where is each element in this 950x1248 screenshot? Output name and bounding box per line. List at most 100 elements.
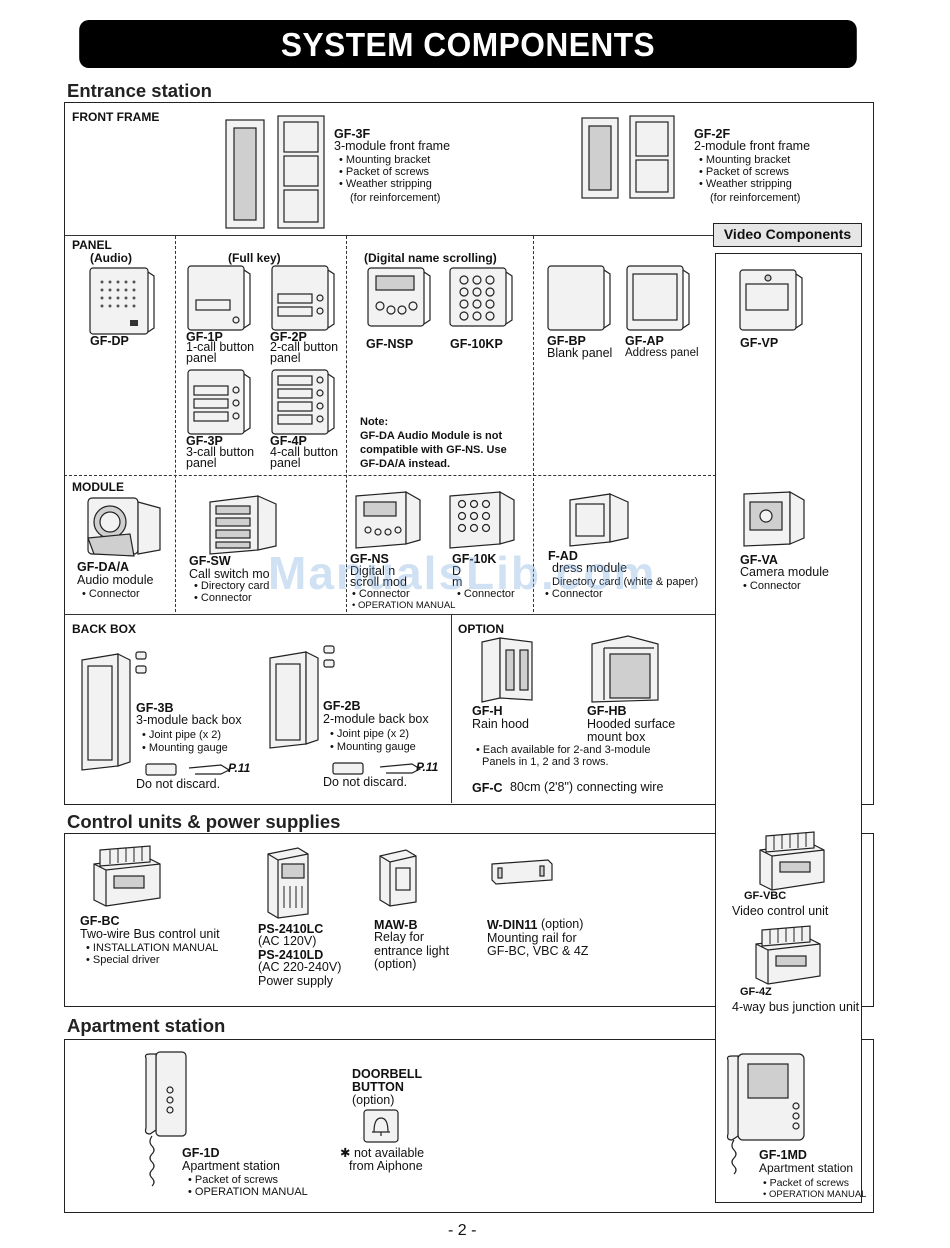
gf-ad-desc: dress module	[552, 561, 628, 575]
gauge-icon	[332, 762, 422, 775]
back-box-label: BACK BOX	[72, 622, 137, 636]
gf-1md-illustration	[726, 1053, 805, 1175]
divider	[346, 236, 347, 612]
gf-dp-illustration	[89, 267, 155, 335]
gauge-icon	[145, 763, 231, 776]
divider	[451, 615, 452, 803]
gf-hb-desc: Hooded surface	[587, 717, 676, 731]
gf-3p-illustration	[187, 369, 251, 435]
gf-2b-bullet: • Joint pipe (x 2)	[330, 728, 410, 740]
gf-10kp-code: GF-10KP	[450, 337, 503, 351]
gf-ad-code: F-AD	[548, 549, 578, 563]
gf-3f-bullet: • Mounting bracket	[339, 154, 431, 166]
gf-ns-bullet: • OPERATION MANUAL	[352, 600, 456, 611]
maw-b-desc: (option)	[374, 957, 417, 971]
gf-va-illustration	[743, 490, 805, 547]
gf-nsp-illustration	[367, 267, 431, 327]
module-label: MODULE	[72, 480, 124, 494]
gf-vp-code: GF-VP	[740, 336, 779, 350]
gf-va-bullet: • Connector	[743, 580, 801, 592]
doorbell-label: BUTTON	[352, 1080, 404, 1094]
gf-1d-illustration	[144, 1051, 187, 1187]
gf-3p-code: GF-3P	[186, 434, 223, 448]
gf-1md-bullet: • OPERATION MANUAL	[763, 1189, 867, 1200]
gf-1md-bullet: • Packet of screws	[763, 1177, 849, 1189]
gf-daa-desc: Audio module	[77, 573, 154, 587]
gf-1d-bullet: • OPERATION MANUAL	[188, 1186, 308, 1198]
doorbell-note: ✱ not available	[340, 1146, 425, 1160]
gf-3f-bullet: • Weather stripping	[339, 178, 432, 190]
panel-note: GF-DA Audio Module is not	[360, 430, 503, 442]
gf-h-illustration	[481, 637, 533, 703]
w-din11-illustration	[491, 859, 553, 885]
gf-10k-desc: D	[452, 564, 462, 578]
gf-2b-code: GF-2B	[323, 699, 361, 713]
gf-2f-code: GF-2F	[694, 127, 731, 141]
option-each: Panels in 1, 2 and 3 rows.	[482, 756, 609, 768]
ps-2410lc-desc: (AC 120V)	[258, 934, 317, 948]
gf-2p-desc: panel	[270, 351, 301, 365]
gf-2p-code: GF-2P	[270, 330, 307, 344]
divider	[64, 614, 716, 615]
doorbell-note: from Aiphone	[349, 1159, 423, 1173]
gf-4z-code: GF-4Z	[740, 986, 772, 998]
gf-2f-bullet: (for reinforcement)	[710, 192, 801, 204]
gf-nsp-code: GF-NSP	[366, 337, 414, 351]
gf-2b-illustration	[269, 645, 335, 749]
option-label: OPTION	[458, 622, 505, 636]
gf-dp-code: GF-DP	[90, 334, 129, 348]
section-title-control: Control units & power supplies	[67, 811, 341, 832]
gf-4p-code: GF-4P	[270, 434, 307, 448]
apartment-station-box	[64, 1039, 874, 1213]
gf-1p-code: GF-1P	[186, 330, 223, 344]
gf-bc-desc: Two-wire Bus control unit	[80, 927, 220, 941]
gf-va-desc: Camera module	[740, 565, 829, 579]
doorbell-option: (option)	[352, 1093, 395, 1107]
gf-h-code: GF-H	[472, 704, 503, 718]
gf-3f-illustration	[225, 115, 325, 229]
panel-digital-label: (Digital name scrolling)	[364, 251, 497, 265]
gf-2b-desc: 2-module back box	[323, 712, 429, 726]
gf-1p-illustration	[187, 265, 251, 331]
gf-ns-code: GF-NS	[350, 552, 389, 566]
gf-h-desc: Rain hood	[472, 717, 529, 731]
gf-sw-code: GF-SW	[189, 554, 231, 568]
gf-3b-bullet: • Mounting gauge	[142, 742, 228, 754]
ps-2410ld-code: PS-2410LD	[258, 948, 324, 962]
gf-ns-desc: scroll mod	[350, 575, 407, 589]
w-din11-code: W-DIN11	[487, 918, 538, 932]
gf-ad-desc: Directory card (white & paper)	[552, 576, 699, 588]
gf-bp-desc: Blank panel	[547, 346, 613, 360]
gf-10k-desc: m	[452, 575, 463, 589]
gf-2b-bullet: • Mounting gauge	[330, 741, 416, 753]
maw-b-desc: entrance light	[374, 944, 450, 958]
gf-1p-desc: 1-call button	[186, 340, 255, 354]
gf-sw-desc: Call switch mo	[189, 567, 270, 581]
gf-ap-code: GF-AP	[625, 334, 664, 348]
gf-ap-desc: Address panel	[625, 347, 699, 359]
gf-10k-illustration	[449, 490, 515, 549]
control-units-box	[64, 833, 874, 1007]
page-number: - 2 -	[448, 1222, 477, 1239]
gf-1d-desc: Apartment station	[182, 1159, 280, 1173]
gf-va-code: GF-VA	[740, 553, 778, 567]
gf-2b-page-ref: P.11	[416, 760, 439, 774]
ps-2410ld-desc: (AC 220-240V)	[258, 960, 342, 974]
power-supply-desc: Power supply	[258, 974, 334, 988]
divider	[64, 235, 716, 236]
gf-bc-bullet: • INSTALLATION MANUAL	[86, 942, 219, 954]
gf-1md-code: GF-1MD	[759, 1148, 807, 1162]
gf-vbc-illustration	[759, 831, 825, 891]
panel-audio-label: (Audio)	[90, 251, 132, 265]
ps-2410-illustration	[267, 847, 309, 919]
gf-3f-desc: 3-module front frame	[334, 139, 451, 153]
gf-ns-illustration	[355, 490, 421, 549]
entrance-station-box	[64, 102, 874, 805]
panel-note: compatible with GF-NS. Use	[360, 444, 507, 456]
gf-1md-desc: Apartment station	[759, 1161, 854, 1175]
gf-3b-bullet: • Joint pipe (x 2)	[142, 729, 222, 741]
gf-vbc-desc: Video control unit	[732, 904, 829, 918]
gf-4z-desc: 4-way bus junction unit	[732, 1000, 860, 1014]
gf-daa-illustration	[87, 497, 161, 557]
gf-bp-code: GF-BP	[547, 334, 586, 348]
